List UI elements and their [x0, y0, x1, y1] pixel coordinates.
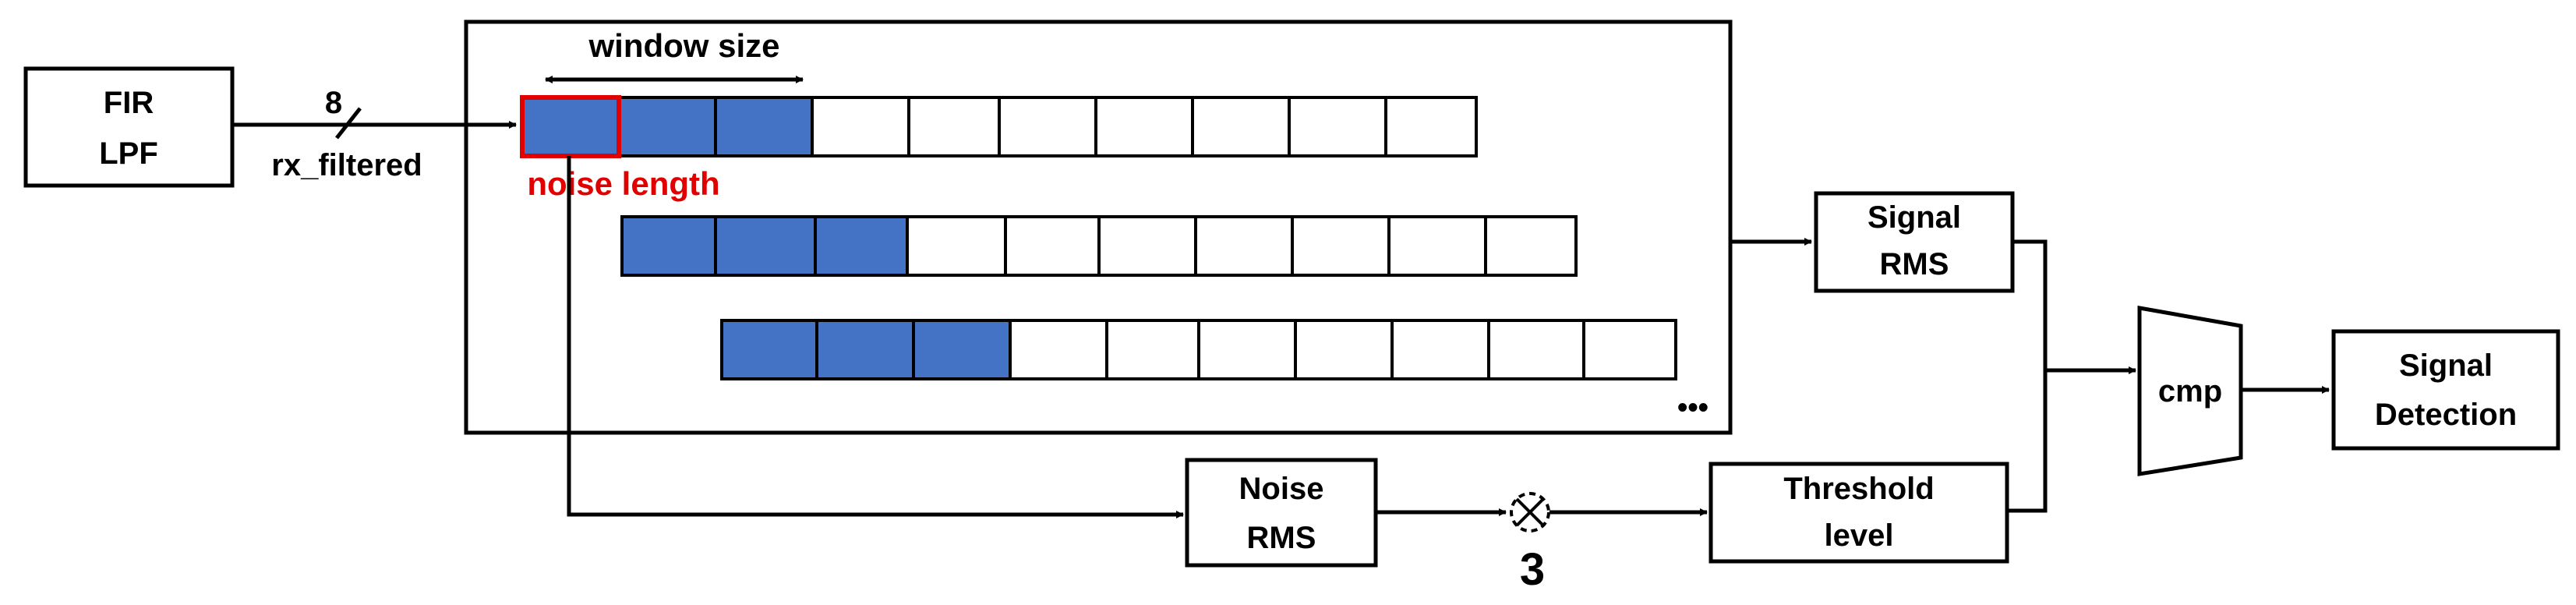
window-row-1: [520, 95, 1478, 158]
filled-cell: [620, 215, 717, 277]
window-size-annotation: window size: [545, 27, 804, 83]
multiplier-icon: [1510, 492, 1550, 532]
window-row-3: [720, 319, 1677, 380]
empty-cell: [1484, 215, 1578, 277]
fir-label-line2: LPF: [99, 136, 158, 171]
noise-rms-line2: RMS: [1247, 521, 1316, 555]
ellipsis-more-rows: •••: [1677, 391, 1708, 424]
filled-cell: [720, 319, 818, 380]
filled-cell: [912, 319, 1012, 380]
signal-rms-line1: Signal: [1868, 200, 1961, 235]
empty-cell: [1387, 215, 1487, 277]
empty-cell: [1384, 96, 1478, 157]
filled-cell: [714, 96, 814, 157]
threshold-level-block: Threshold level: [1708, 462, 2009, 564]
signal-rms-line2: RMS: [1880, 247, 1949, 281]
empty-cell: [1094, 96, 1194, 157]
signal-detection-line1: Signal: [2399, 348, 2493, 383]
noise-rms-block: Noise RMS: [1185, 458, 1378, 568]
signal-rms-block: Signal RMS: [1814, 191, 2015, 293]
noise-length-label: noise length: [527, 165, 719, 202]
empty-cell: [906, 215, 1007, 277]
filled-cell: [714, 215, 817, 277]
threshold-line2: level: [1825, 518, 1894, 553]
noise-rms-line1: Noise: [1239, 472, 1324, 506]
cmp-label: cmp: [2158, 374, 2222, 409]
filled-cell: [521, 96, 620, 157]
empty-cell: [1197, 319, 1297, 380]
empty-cell: [1291, 215, 1390, 277]
empty-cell: [998, 96, 1097, 157]
bus-width-label: 8: [325, 86, 342, 120]
empty-cell: [811, 96, 910, 157]
empty-cell: [1105, 319, 1200, 380]
filled-cell: [815, 319, 915, 380]
filled-cell: [617, 96, 717, 157]
window-row-2: [620, 215, 1578, 277]
bus-name-label: rx_filtered: [271, 148, 422, 182]
multiplier-value: 3: [1520, 544, 1545, 595]
empty-cell: [1004, 215, 1101, 277]
empty-cell: [1191, 96, 1291, 157]
threshold-line1: Threshold: [1783, 472, 1934, 506]
empty-cell: [1194, 215, 1294, 277]
window-size-label: window size: [588, 27, 779, 64]
sliding-window-container: [464, 19, 1733, 435]
fir-label-line1: FIR: [104, 86, 154, 120]
comparator-block: cmp: [2137, 306, 2243, 476]
empty-cell: [907, 96, 1001, 157]
empty-cell: [1582, 319, 1677, 380]
empty-cell: [1294, 319, 1394, 380]
empty-cell: [1487, 319, 1585, 380]
bus-width-slash: [335, 107, 362, 140]
empty-cell: [1009, 319, 1108, 380]
fir-lpf-block: FIR LPF: [23, 66, 235, 188]
empty-cell: [1288, 96, 1387, 157]
rms-threshold-merge-line: [2007, 239, 2048, 513]
signal-detection-block: Signal Detection: [2331, 329, 2560, 451]
signal-detection-line2: Detection: [2375, 398, 2517, 432]
empty-cell: [1390, 319, 1490, 380]
filled-cell: [814, 215, 909, 277]
empty-cell: [1097, 215, 1197, 277]
rx-filtered-bus: 8 rx_filtered: [232, 86, 517, 182]
noise-sample-path: [567, 156, 1184, 518]
